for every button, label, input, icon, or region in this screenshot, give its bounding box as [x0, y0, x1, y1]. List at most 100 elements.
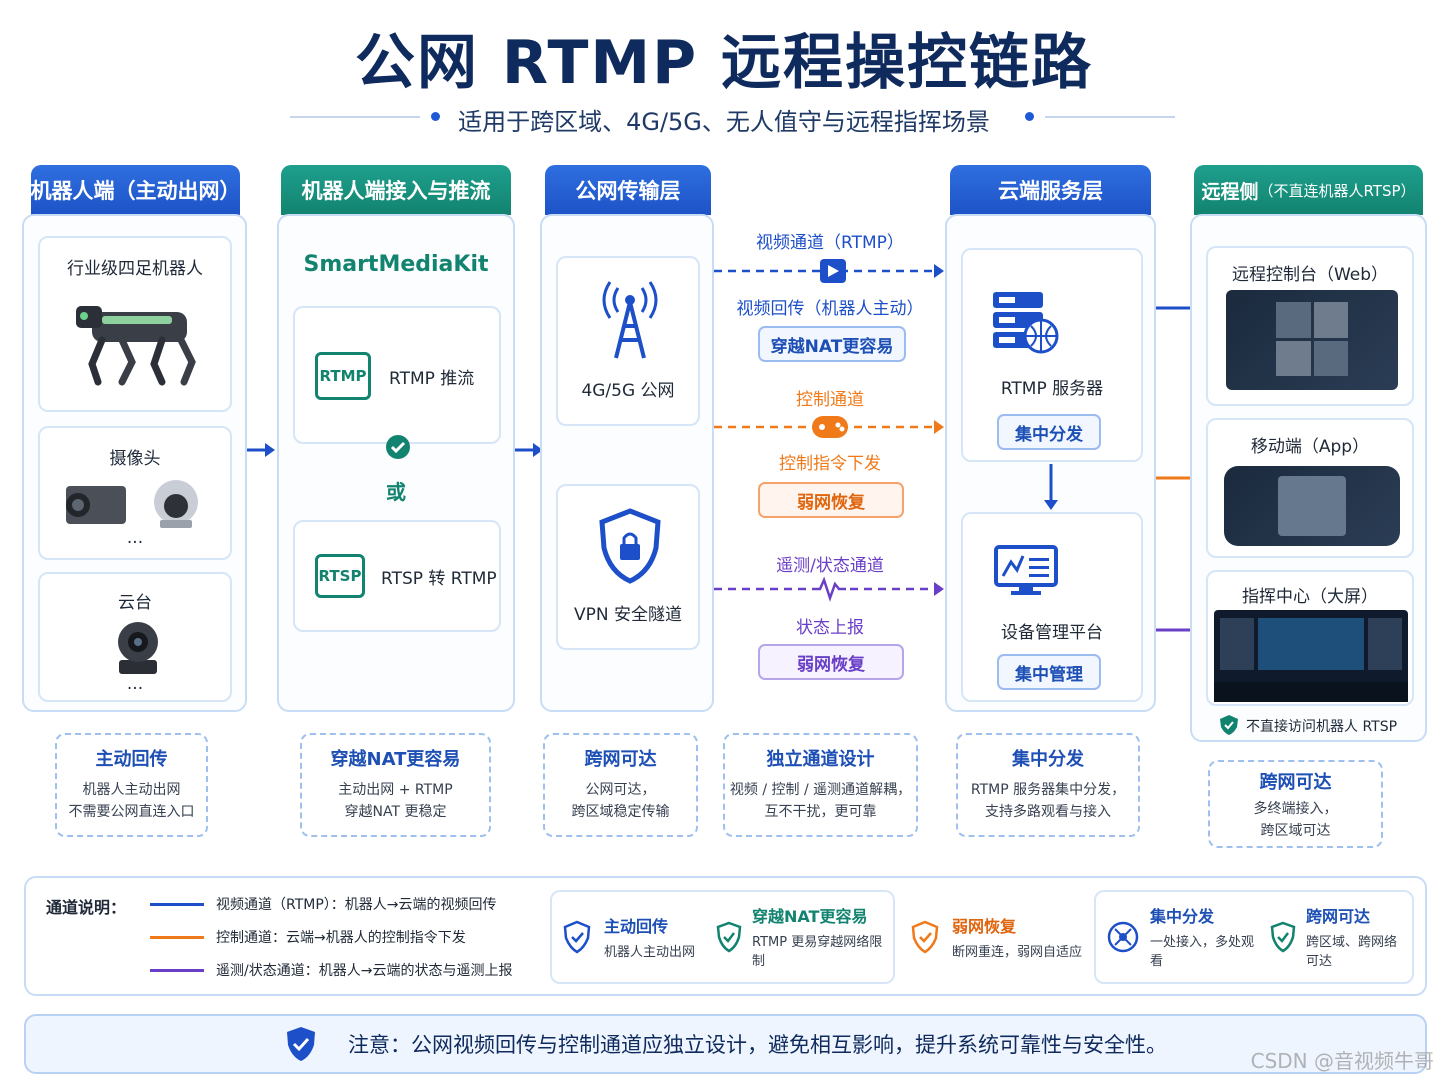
video-channel-line	[714, 259, 944, 283]
benefit-desc: 机器人主动出网	[604, 944, 696, 960]
cell-tower-icon	[602, 281, 658, 359]
subtitle-line-right	[1045, 116, 1175, 118]
remote-footnote: 不直接访问机器人 RTSP	[1246, 719, 1398, 735]
benefit-item: 弱网恢复断网重连，弱网自适应	[910, 890, 1085, 984]
rtmp-server-card: RTMP 服务器 集中分发	[961, 248, 1143, 462]
feature-desc: 不需要公网直连入口	[68, 804, 195, 820]
quadruped-robot-icon	[76, 306, 196, 386]
check-circle-icon	[386, 435, 410, 459]
benefit-title: 跨网可达	[1306, 907, 1371, 926]
command-center-card: 指挥中心（大屏）	[1206, 570, 1414, 706]
monitor-chart-icon	[994, 545, 1058, 595]
access-column-header: 机器人端接入与推流	[281, 165, 511, 215]
video-channel-tag: 穿越NAT更容易	[758, 326, 906, 362]
camera-more: ...	[126, 528, 144, 548]
telemetry-channel-title: 遥测/状态通道	[776, 556, 884, 576]
benefit-item: 跨网可达跨区域、跨网络可达	[1270, 890, 1410, 984]
feature-card: 主动回传 机器人主动出网不需要公网直连入口	[55, 733, 208, 837]
benefit-desc: RTMP 更易穿越网络限制	[752, 935, 883, 969]
subtitle: 适用于跨区域、4G/5G、无人值守与远程指挥场景	[458, 108, 990, 136]
control-channel-tag: 弱网恢复	[758, 482, 904, 518]
ptz-card: 云台 ...	[38, 572, 232, 702]
channel-legend: 通道说明： 视频通道（RTMP）：机器人→云端的视频回传 控制通道：云端→机器人…	[24, 876, 1427, 996]
cellular-label: 4G/5G 公网	[581, 381, 675, 401]
rtmp-server-tag: 集中分发	[997, 414, 1101, 450]
shield-check-icon	[716, 921, 742, 953]
ptz-label: 云台	[118, 593, 152, 613]
robot-label: 行业级四足机器人	[67, 259, 203, 279]
transport-column: 4G/5G 公网 VPN 安全隧道	[540, 214, 714, 712]
feature-desc: 视频 / 控制 / 遥测通道解耦，	[729, 782, 912, 798]
feature-desc: 多终端接入，	[1253, 801, 1338, 817]
benefit-item: 主动回传机器人主动出网	[562, 890, 702, 984]
remote-column-header: 远程侧（不直连机器人RTSP）	[1194, 165, 1423, 215]
benefit-desc: 跨区域、跨网络	[1306, 935, 1398, 950]
rtsp-badge-icon: RTSP	[315, 554, 365, 598]
vpn-label: VPN 安全隧道	[573, 605, 682, 625]
legend-text: 遥测/状态通道：机器人→云端的状态与遥测上报	[216, 963, 513, 979]
laptop-icon	[1226, 290, 1398, 390]
benefit-group-right	[1094, 890, 1414, 984]
benefit-title: 弱网恢复	[952, 916, 1017, 936]
feature-title: 跨网可达	[584, 749, 657, 770]
rtsp-convert-card: RTSP RTSP 转 RTMP	[293, 520, 501, 632]
server-globe-icon	[993, 292, 1059, 354]
arrow-server-to-mgmt	[1044, 464, 1058, 510]
arrow-robot-to-access	[247, 443, 275, 457]
cloud-column: RTMP 服务器 集中分发 设备管理平台 集中管理	[945, 214, 1156, 712]
remote-header-title: 远程侧	[1201, 180, 1259, 203]
telemetry-channel-sub: 状态上报	[796, 618, 864, 638]
benefit-group-left	[550, 890, 895, 984]
feature-desc: 机器人主动出网	[82, 782, 181, 798]
feature-card: 集中分发 RTMP 服务器集中分发，支持多路观看与接入	[956, 733, 1140, 837]
robot-card: 行业级四足机器人	[38, 236, 232, 412]
subtitle-dot-left	[431, 112, 440, 121]
feature-desc: 穿越NAT 更稳定	[344, 804, 447, 820]
shield-check-icon	[911, 920, 939, 954]
benefit-desc: 可达	[1306, 954, 1333, 969]
feature-title: 主动回传	[95, 749, 168, 770]
video-channel-title: 视频通道（RTMP）	[756, 233, 904, 253]
vpn-shield-lock-icon	[599, 508, 661, 584]
feature-desc: 主动出网 + RTMP	[338, 782, 453, 798]
benefit-desc: 断网重连，弱网自适应	[952, 944, 1083, 960]
feature-desc: 跨区域稳定传输	[571, 804, 670, 820]
page-title: 公网 RTMP 远程操控链路	[355, 28, 1093, 98]
ptz-camera-icon	[118, 622, 158, 674]
benefit-title: 集中分发	[1150, 907, 1215, 926]
control-channel-title: 控制通道	[796, 390, 864, 410]
legend-line-telemetry	[150, 968, 204, 972]
watermark: CSDN @音视频牛哥	[1250, 1049, 1434, 1073]
remote-header-note: （不直连机器人RTSP）	[1258, 181, 1416, 200]
benefit-title: 穿越NAT更容易	[752, 907, 868, 926]
or-label: 或	[386, 480, 406, 504]
command-center-label: 指挥中心（大屏）	[1242, 587, 1378, 607]
benefit-item: 集中分发一处接入，多处观看	[1106, 890, 1266, 984]
feature-card: 穿越NAT更容易 主动出网 + RTMP 穿越NAT 更稳定	[300, 733, 491, 837]
console-desk	[1214, 682, 1408, 702]
note-text: 注意：公网视频回传与控制通道应独立设计，避免相互影响，提升系统可靠性与安全性。	[348, 1033, 1167, 1057]
transport-column-header: 公网传输层	[545, 165, 711, 215]
smartmediakit-brand: SmartMediaKit	[303, 252, 489, 277]
shield-icon	[563, 920, 591, 954]
legend-row-telemetry: 遥测/状态通道：机器人→云端的状态与遥测上报	[150, 960, 512, 980]
camera-card: 摄像头 ...	[38, 426, 232, 560]
world-map-screen	[1258, 618, 1364, 670]
rtmp-server-label: RTMP 服务器	[1000, 379, 1104, 399]
feature-card: 跨网可达 公网可达，跨区域稳定传输	[543, 733, 698, 837]
camera-label: 摄像头	[109, 449, 161, 469]
legend-row-control: 控制通道：云端→机器人的控制指令下发	[150, 927, 466, 947]
side-screen-left	[1220, 618, 1254, 670]
subtitle-dot-right	[1025, 112, 1034, 121]
device-mgmt-tag: 集中管理	[997, 654, 1101, 690]
rtmp-push-card: RTMP RTMP 推流	[293, 306, 501, 444]
feature-title: 独立通道设计	[766, 749, 875, 770]
hub-icon	[1107, 921, 1139, 953]
feature-title: 穿越NAT更容易	[330, 749, 461, 770]
feature-title: 跨网可达	[1259, 772, 1332, 793]
note-banner: 注意：公网视频回传与控制通道应独立设计，避免相互影响，提升系统可靠性与安全性。	[24, 1014, 1427, 1074]
phone-video-view	[1278, 476, 1346, 536]
telemetry-channel-line	[714, 576, 944, 602]
rtmp-badge-icon: RTMP	[315, 352, 371, 400]
smartphone-icon	[1224, 466, 1400, 546]
